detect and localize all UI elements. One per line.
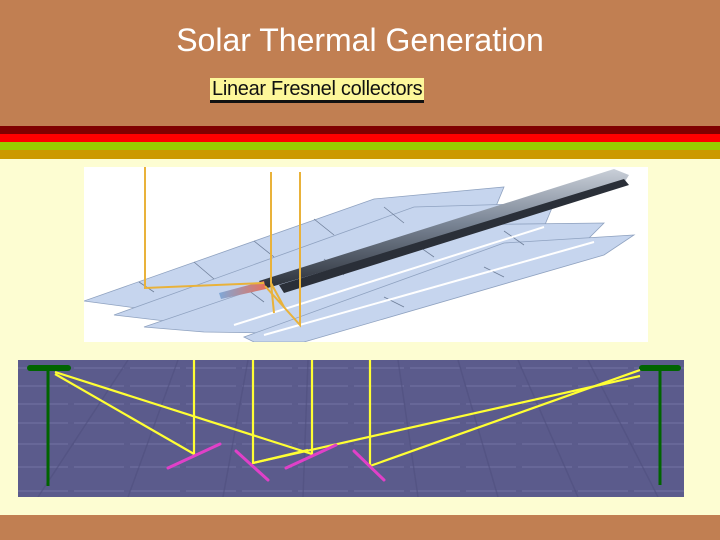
fresnel-2d-schematic [18,360,684,497]
slide-title: Solar Thermal Generation [0,22,720,59]
stripe-gold [0,150,720,159]
fresnel-schematic [18,360,684,497]
stripe-green [0,142,720,150]
receiver-hot-section [219,281,266,299]
background-grid [18,367,684,492]
reflected-rays [54,360,641,468]
fresnel-mirrors [166,442,386,482]
stripe-dark-red [0,126,720,134]
fresnel-3d-illustration [84,167,636,342]
fresnel-3d-render [84,167,648,342]
left-receiver [27,365,71,486]
slide-footer [0,515,720,540]
slide-subtitle: Linear Fresnel collectors [210,78,425,103]
slide-title-text: Solar Thermal Generation [176,22,544,58]
receiver-tube [259,169,629,289]
right-receiver [639,365,681,485]
stripe-red [0,134,720,142]
slide-header: Solar Thermal Generation Linear Fresnel … [0,0,720,126]
sun-rays [144,167,301,328]
